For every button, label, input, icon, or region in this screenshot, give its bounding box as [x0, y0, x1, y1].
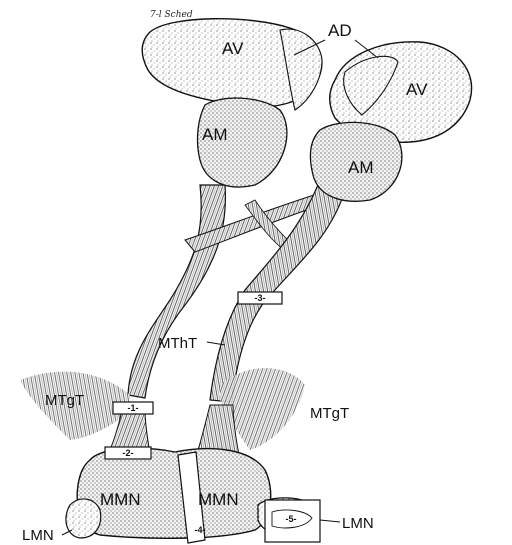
label-am-left: AM: [202, 125, 228, 144]
label-mmn-right: MMN: [198, 490, 239, 509]
label-mtht: MThT: [158, 335, 197, 352]
left-lmn-body: [66, 499, 101, 538]
section-box-3: -3-: [238, 292, 282, 304]
section-box-1: -1-: [113, 402, 153, 414]
section-box-3-label: -3-: [255, 293, 266, 303]
artist-signature: 7-l Sched: [150, 10, 193, 20]
left-mammillothalamic-tract: [128, 185, 225, 398]
section-box-1-label: -1-: [128, 403, 139, 413]
lmn-right-leader: [320, 520, 340, 522]
label-lmn-right: LMN: [342, 515, 374, 532]
section-box-5: -5-: [265, 500, 320, 542]
section-box-4-label: -4-: [195, 525, 206, 535]
label-mtgt-left: MTgT: [45, 392, 84, 409]
section-box-2: -2-: [105, 447, 151, 459]
label-ad: AD: [328, 21, 352, 40]
section-box-5-label: -5-: [286, 514, 297, 524]
label-mtgt-right: MTgT: [310, 405, 349, 422]
section-box-2-label: -2-: [123, 448, 134, 458]
label-lmn-left: LMN: [22, 527, 54, 544]
label-av-left: AV: [222, 39, 244, 58]
label-mmn-left: MMN: [100, 490, 141, 509]
label-av-right: AV: [406, 80, 428, 99]
label-am-right: AM: [348, 158, 374, 177]
